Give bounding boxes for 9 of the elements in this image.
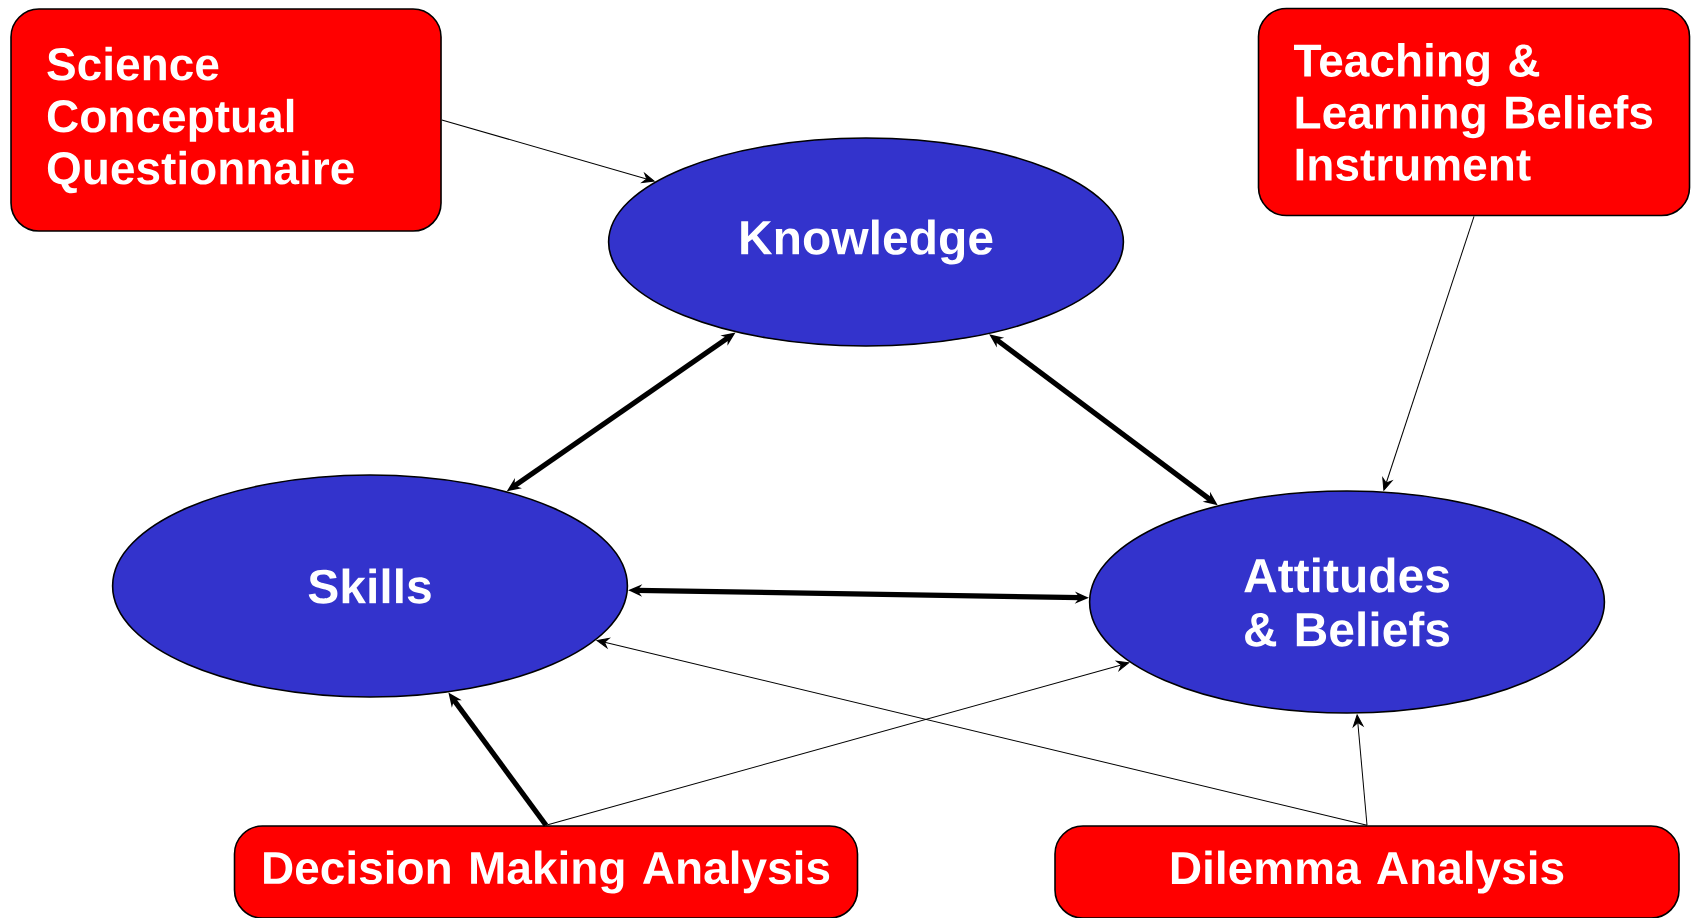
instrument-box: Science Conceptual Questionnaire xyxy=(10,8,442,232)
arrow xyxy=(596,637,1368,826)
instrument-box: Teaching & Learning Beliefs Instrument xyxy=(1257,7,1691,217)
arrow xyxy=(441,119,655,184)
instrument-box: Dilemma Analysis xyxy=(1054,825,1680,918)
arrow xyxy=(1382,215,1475,491)
arrow xyxy=(1352,714,1368,826)
arrow xyxy=(545,660,1130,826)
instrument-box: Decision Making Analysis xyxy=(233,825,859,918)
